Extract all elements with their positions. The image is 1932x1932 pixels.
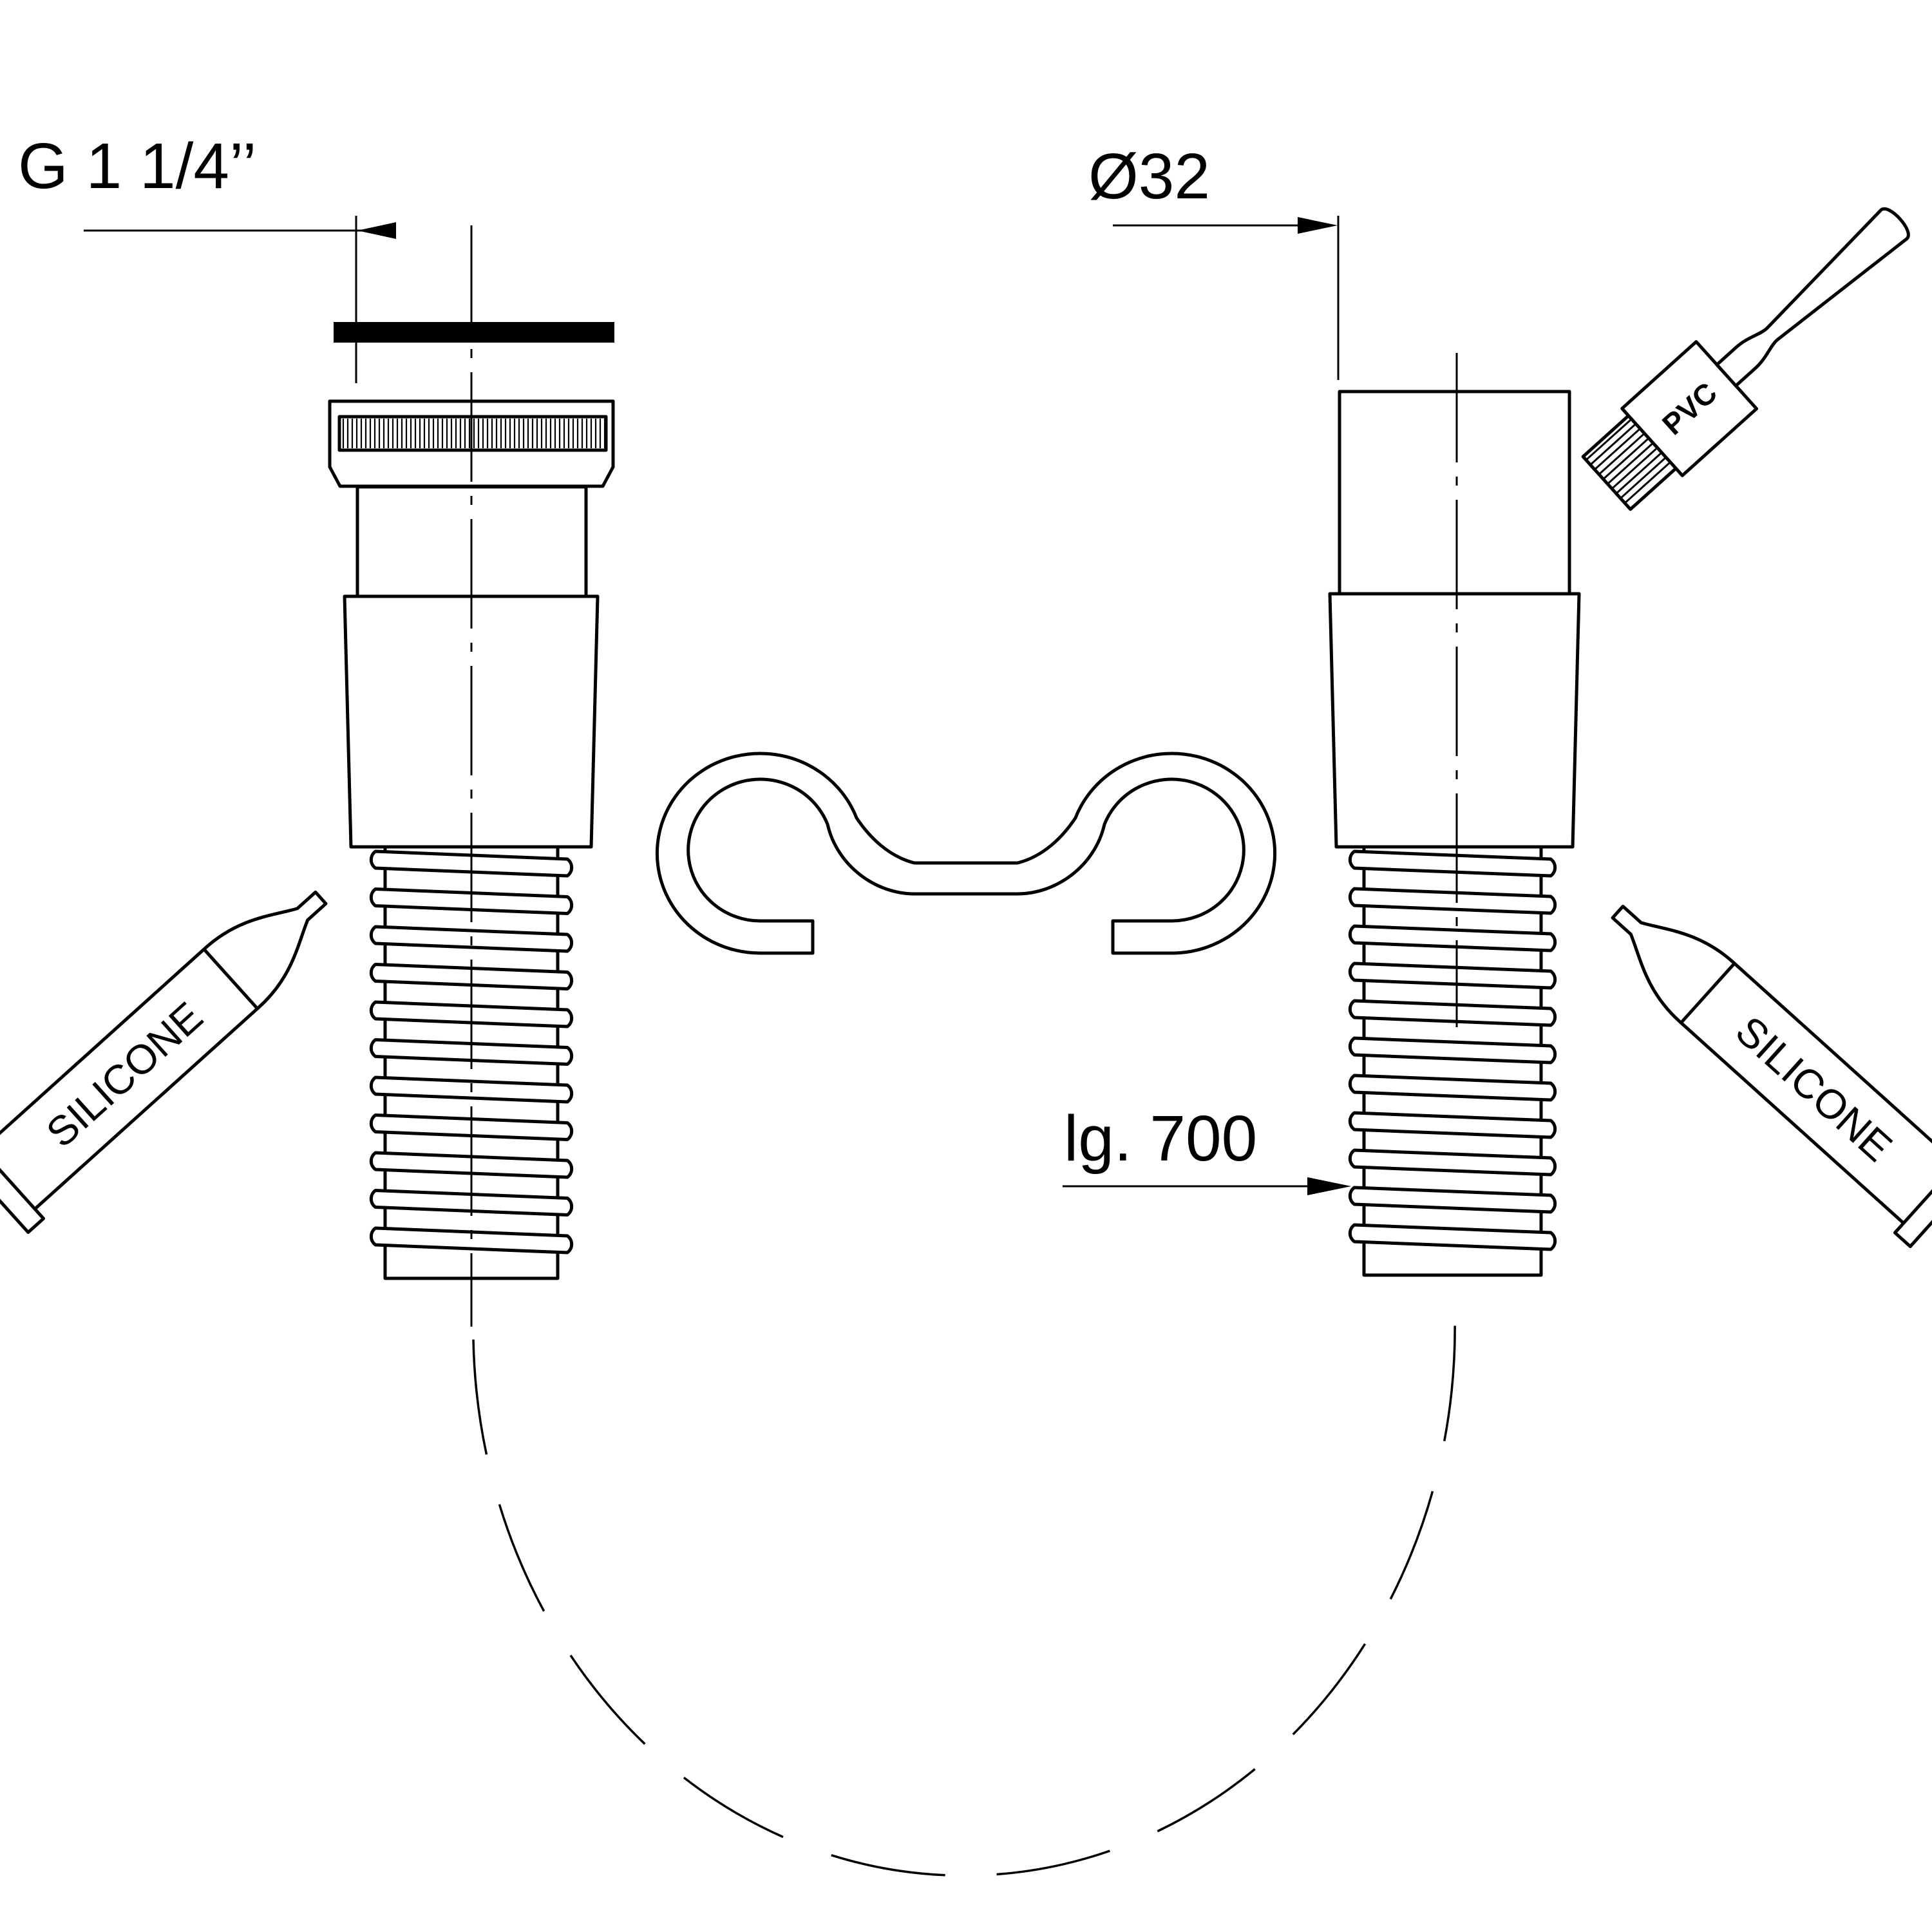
pvc-pipe-end — [1338, 390, 1571, 597]
silicone-tube-right: SILICONE — [1611, 904, 1932, 1249]
silicone-tube-left: SILICONE — [0, 890, 328, 1235]
thread-size-label: G 1 1/4’’ — [18, 130, 257, 202]
right-fitting-assembly — [1328, 390, 1581, 1277]
pvc-brush-icon: PVC — [1581, 207, 1910, 511]
diameter-dimension-arrow — [1113, 216, 1340, 380]
knurling-pattern — [342, 419, 606, 448]
left-fitting-assembly — [328, 322, 615, 1280]
corrugated-hose-right — [1348, 847, 1557, 1277]
hose-length-label: lg. 700 — [1064, 1103, 1257, 1175]
hose-loop-dashed — [472, 1316, 1456, 1877]
length-dimension-arrow — [1063, 1177, 1351, 1195]
hose-cuff-right — [1328, 592, 1581, 849]
sealing-washer — [334, 322, 614, 343]
pipe-diameter-label: Ø32 — [1088, 140, 1210, 213]
brush-bristles — [1581, 412, 1680, 511]
hose-clip — [655, 752, 1277, 955]
thread-dimension-arrow — [84, 216, 396, 383]
